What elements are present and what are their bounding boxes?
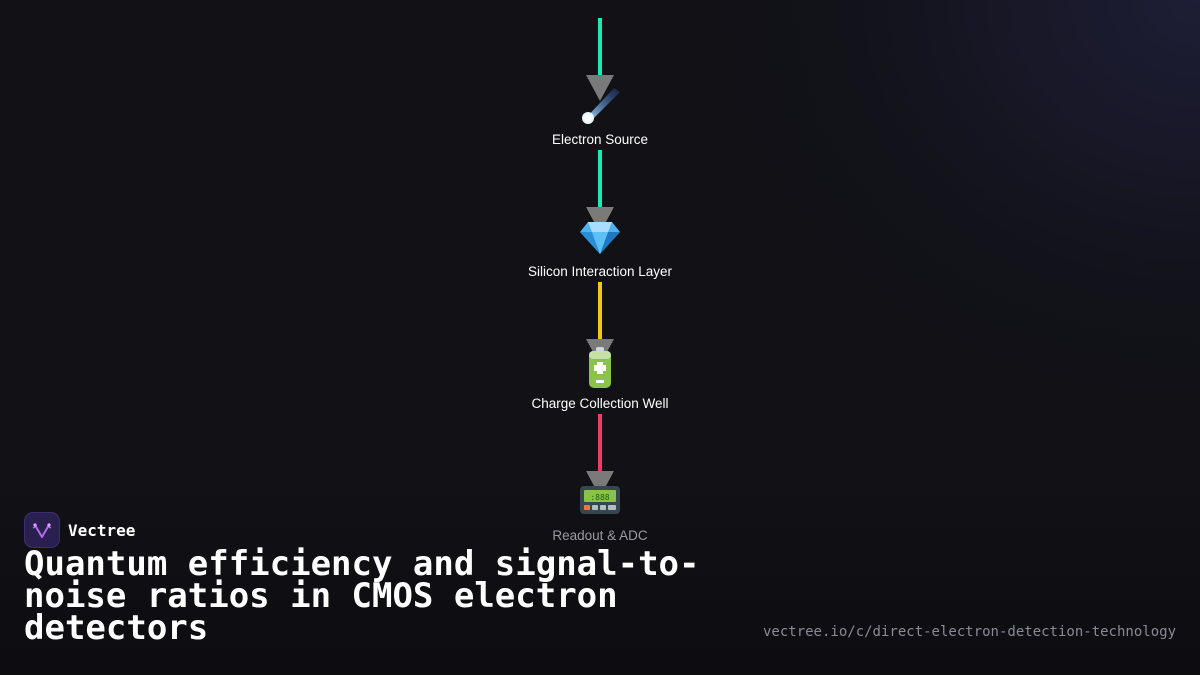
vectree-logo-icon [24,512,60,548]
node-silicon-interaction-layer: Silicon Interaction Layer [450,214,750,279]
node-label: Electron Source [551,132,649,147]
svg-text::888: :888 [590,493,609,502]
source-url: vectree.io/c/direct-electron-detection-t… [762,624,1176,640]
connector-1 [598,18,602,78]
node-label: Silicon Interaction Layer [527,264,673,279]
flow-diagram: Electron Source Silicon Interaction Laye… [450,18,750,543]
node-label: Readout & ADC [552,528,648,543]
node-electron-source: Electron Source [450,82,750,147]
battery-icon [589,347,611,388]
connector-4 [598,414,602,474]
brand: Vectree [24,512,135,548]
node-label: Charge Collection Well [531,396,669,411]
brand-name: Vectree [68,520,136,540]
page-title: Quantum efficiency and signal-to-noise r… [24,544,700,648]
connector-2 [598,150,602,210]
connector-3 [598,282,602,342]
node-charge-collection-well: Charge Collection Well [450,346,750,411]
pager-icon: :888 [580,486,620,514]
node-readout-adc: :888 Readout & ADC [450,478,750,543]
comet-icon [582,88,620,124]
gem-icon [580,222,620,254]
